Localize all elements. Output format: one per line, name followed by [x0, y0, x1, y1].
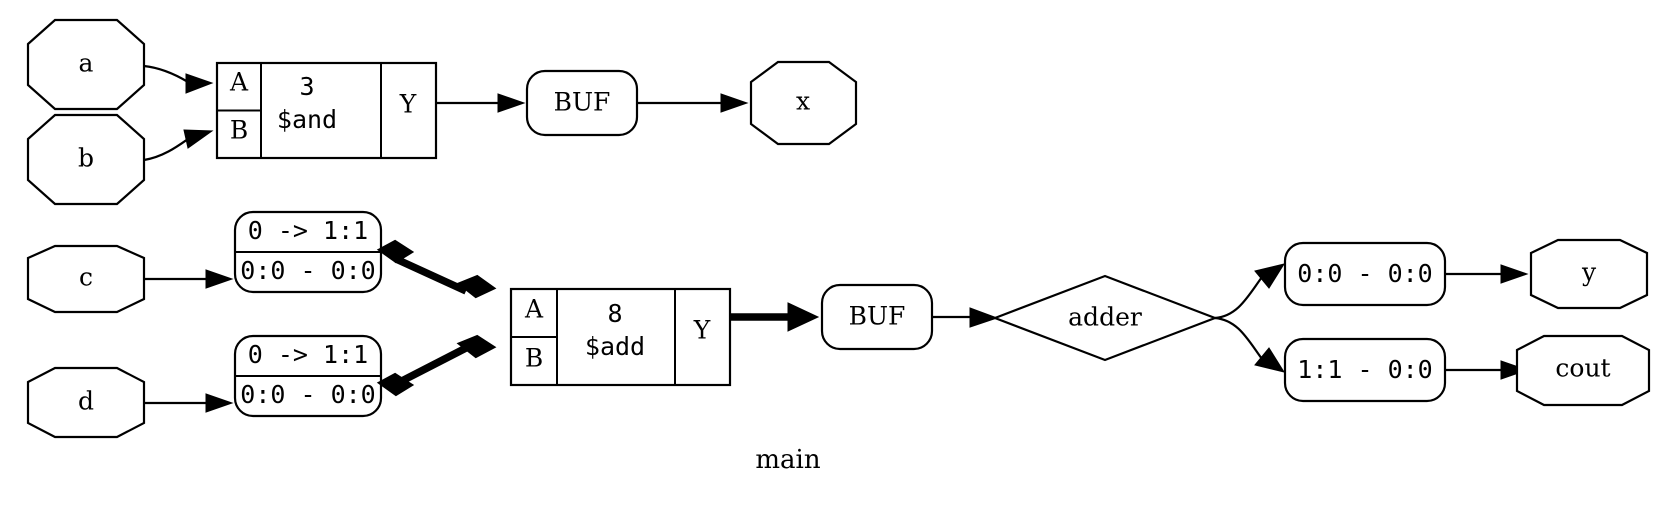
splice-output-cout[interactable]: 1:1 - 0:0 [1283, 337, 1447, 403]
arrowhead-adder-to-splice-y [1254, 263, 1286, 289]
buffer-top[interactable]: BUF [525, 69, 639, 137]
edge-adder-to-splice-cout [1214, 316, 1286, 373]
octagon-shape-y [1529, 238, 1649, 310]
edge-a-to-and-A [143, 64, 214, 94]
edge-and-to-buf-top [436, 93, 526, 113]
splice-input-c-bottom-label: 0:0 - 0:0 [240, 256, 375, 285]
edge-b-to-and-B [143, 129, 214, 162]
splice-output-y-label: 0:0 - 0:0 [1297, 259, 1432, 288]
octagon-shape-c [26, 244, 146, 314]
bus-edge-splice-d-to-add-B [376, 334, 497, 397]
buffer-top-label: BUF [554, 88, 611, 117]
graph-caption: main [755, 445, 820, 475]
edge-adder-to-splice-y [1214, 263, 1286, 320]
cell-add-port-y-label: Y [693, 316, 711, 345]
arrowhead-c-to-splice [205, 269, 234, 289]
octagon-shape-b [26, 113, 146, 206]
edge-d-to-splice [144, 393, 234, 413]
diamond-tail-splice-d [376, 372, 415, 397]
edge-buf-bottom-to-adder [932, 307, 999, 328]
output-port-y[interactable]: y [1529, 238, 1649, 310]
diamond-tail-splice-c [376, 239, 415, 264]
output-port-x-label: x [796, 87, 810, 116]
splice-input-c[interactable]: 0 -> 1:1 0:0 - 0:0 [233, 210, 383, 294]
arrowhead-b-to-and-B [183, 129, 214, 149]
splice-input-d-top-label: 0 -> 1:1 [248, 340, 368, 369]
splice-input-d[interactable]: 0 -> 1:1 0:0 - 0:0 [233, 334, 383, 418]
process-adder-label: adder [1068, 303, 1142, 332]
diamond-head-add-A [456, 274, 497, 299]
arrowhead-a-to-and-A [185, 73, 214, 94]
arrowhead-d-to-splice [205, 393, 234, 413]
process-adder[interactable]: adder [991, 274, 1219, 362]
bus-edge-add-to-buf-bottom [730, 302, 820, 332]
cell-and-type: $and [277, 105, 337, 134]
input-port-a[interactable]: a [26, 18, 146, 111]
input-port-a-label: a [79, 49, 94, 78]
input-port-b[interactable]: b [26, 113, 146, 206]
output-port-x[interactable]: x [749, 60, 858, 146]
arrowhead-splice-to-y [1500, 264, 1529, 284]
diamond-head-add-B [456, 334, 497, 359]
edge-c-to-splice [144, 269, 234, 289]
arrowhead-splice-to-cout [1500, 360, 1529, 380]
cell-add-port-a-label: A [524, 295, 544, 324]
input-port-c-label: c [79, 263, 93, 292]
octagon-shape-d [26, 366, 146, 439]
cell-and-id: 3 [299, 72, 314, 101]
splice-input-d-bottom-label: 0:0 - 0:0 [240, 380, 375, 409]
input-port-d-label: d [78, 387, 94, 416]
cell-and-port-y-label: Y [399, 90, 417, 119]
arrowhead-buf-top-to-x [720, 93, 749, 113]
edge-buf-top-to-x [637, 93, 749, 113]
buffer-bottom-label: BUF [849, 302, 906, 331]
arrowhead-add-to-buf-bottom [787, 302, 820, 332]
splice-output-cout-label: 1:1 - 0:0 [1297, 355, 1432, 384]
cell-add-id: 8 [607, 299, 622, 328]
octagon-shape-a [26, 18, 146, 111]
input-port-c[interactable]: c [26, 244, 146, 314]
cell-and-port-a-label: A [229, 68, 249, 97]
arrowhead-and-to-buf-top [497, 93, 526, 113]
output-port-cout[interactable]: cout [1515, 334, 1651, 407]
cell-add[interactable]: A B 8 $add Y [509, 287, 732, 387]
cell-add-type: $add [585, 332, 645, 361]
edge-splice-to-cout [1445, 360, 1529, 380]
arrowhead-buf-bottom-to-adder [969, 307, 999, 328]
output-port-cout-label: cout [1555, 354, 1610, 383]
output-port-y-label: y [1581, 258, 1597, 287]
input-port-b-label: b [78, 144, 94, 173]
cell-and-port-b-label: B [230, 116, 248, 145]
input-port-d[interactable]: d [26, 366, 146, 439]
cell-and[interactable]: A B 3 $and Y [215, 61, 438, 160]
edge-splice-to-y [1445, 264, 1529, 284]
cell-add-port-b-label: B [525, 344, 543, 373]
octagon-shape-x [749, 60, 858, 146]
octagon-shape-cout [1515, 334, 1651, 407]
buffer-bottom[interactable]: BUF [820, 283, 934, 351]
splice-input-c-top-label: 0 -> 1:1 [248, 216, 368, 245]
splice-output-y[interactable]: 0:0 - 0:0 [1283, 241, 1447, 307]
arrowhead-adder-to-splice-cout [1254, 347, 1286, 373]
bus-edge-splice-c-to-add-A [376, 239, 497, 299]
